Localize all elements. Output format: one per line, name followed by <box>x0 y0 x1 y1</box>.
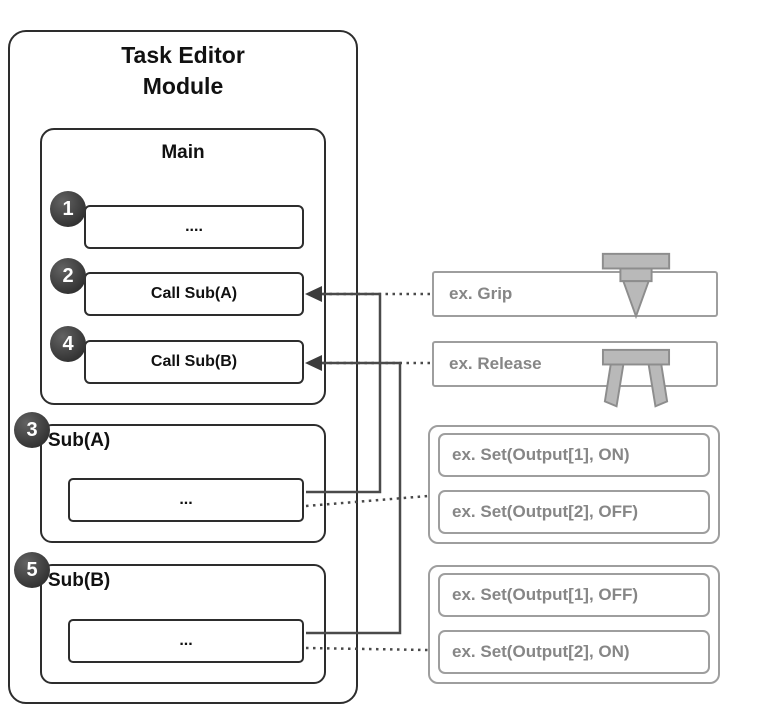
example-release-box: ex. Release <box>432 341 718 387</box>
sub-a-body-box: ... <box>68 478 304 522</box>
step-number-badge-2: 2 <box>50 258 86 294</box>
step-box-call-sub-b: Call Sub(B) <box>84 340 304 384</box>
sub-a-output-box-1: ex. Set(Output[1], ON) <box>438 433 710 477</box>
sub-a-label: Sub(A) <box>48 430 111 451</box>
main-label: Main <box>161 142 205 163</box>
example-grip-box: ex. Grip <box>432 271 718 317</box>
step-number-badge-3: 3 <box>14 412 50 448</box>
sub-a-output-label-1: ex. Set(Output[1], ON) <box>452 445 630 464</box>
sub-b-output-label-2: ex. Set(Output[2], ON) <box>452 642 630 661</box>
sub-b-output-box-1: ex. Set(Output[1], OFF) <box>438 573 710 617</box>
sub-b-output-box-2: ex. Set(Output[2], ON) <box>438 630 710 674</box>
gripper-open-icon <box>601 348 671 408</box>
example-release-label: ex. Release <box>449 354 542 373</box>
step-label: Call Sub(B) <box>150 353 238 370</box>
step-label: Call Sub(A) <box>150 285 238 302</box>
diagram-title: Task Editor Module <box>121 42 245 100</box>
sub-a-body-text: ... <box>179 491 193 508</box>
step-label: .... <box>185 218 203 235</box>
sub-a-output-label-2: ex. Set(Output[2], OFF) <box>452 502 639 521</box>
sub-b-body-text: ... <box>179 632 193 649</box>
example-grip-label: ex. Grip <box>449 284 513 303</box>
step-number-badge-1: 1 <box>50 191 86 227</box>
sub-a-output-box-2: ex. Set(Output[2], OFF) <box>438 490 710 534</box>
sub-b-label: Sub(B) <box>48 570 111 591</box>
step-box-call-sub-a: Call Sub(A) <box>84 272 304 316</box>
sub-b-output-label-1: ex. Set(Output[1], OFF) <box>452 585 639 604</box>
step-number-badge-4: 4 <box>50 326 86 362</box>
step-box-1: .... <box>84 205 304 249</box>
gripper-closed-icon <box>601 252 671 320</box>
step-number-badge-5: 5 <box>14 552 50 588</box>
sub-b-body-box: ... <box>68 619 304 663</box>
